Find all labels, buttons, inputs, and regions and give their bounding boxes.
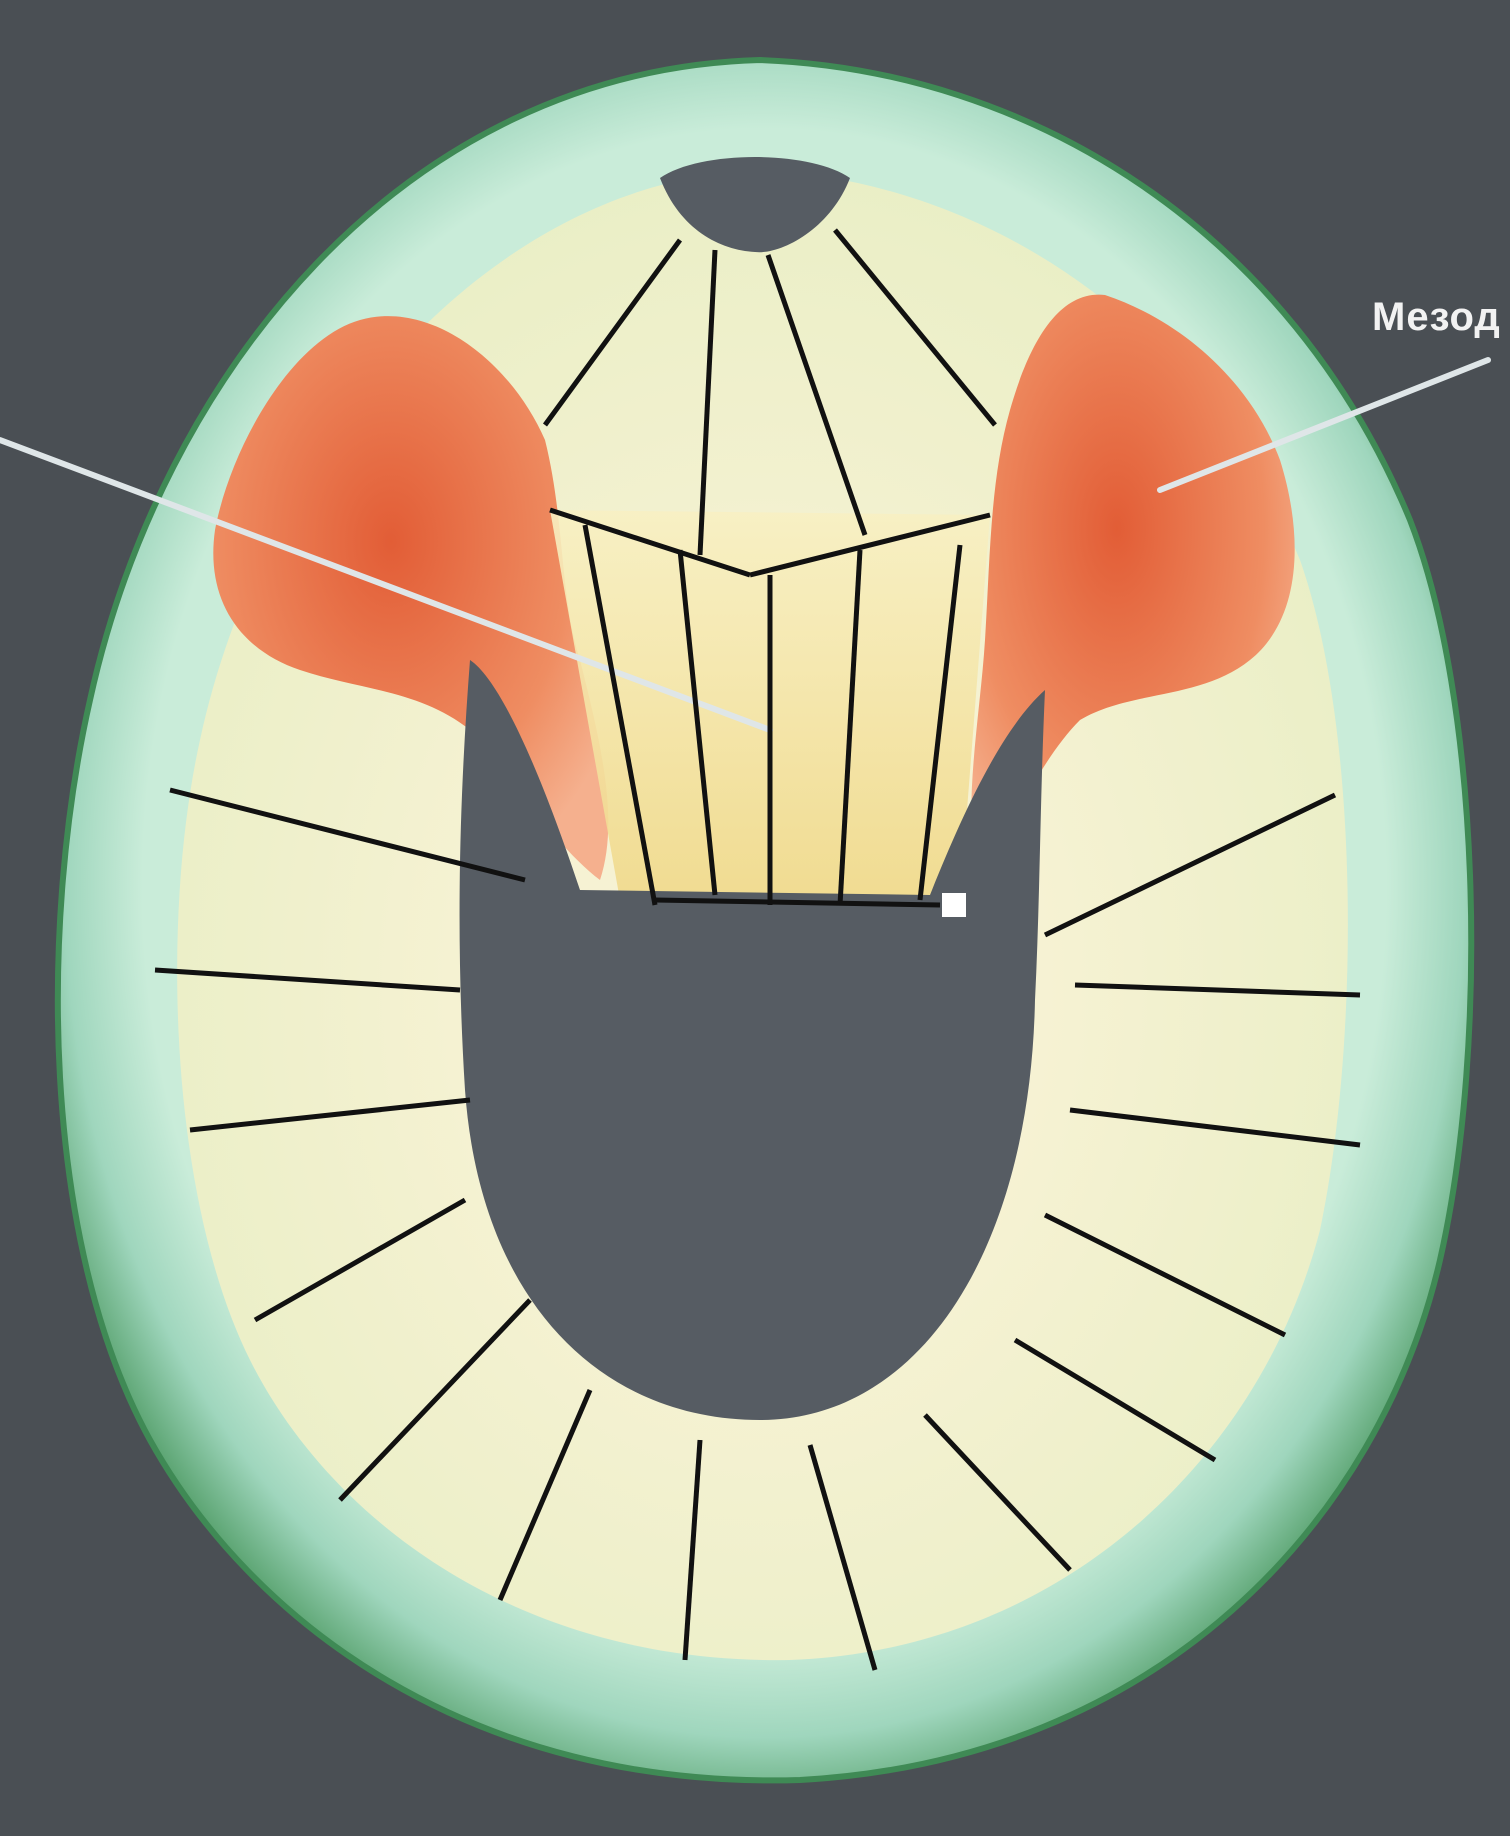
marker-square — [942, 893, 966, 917]
label-mesoderm: Мезод — [1372, 295, 1501, 339]
